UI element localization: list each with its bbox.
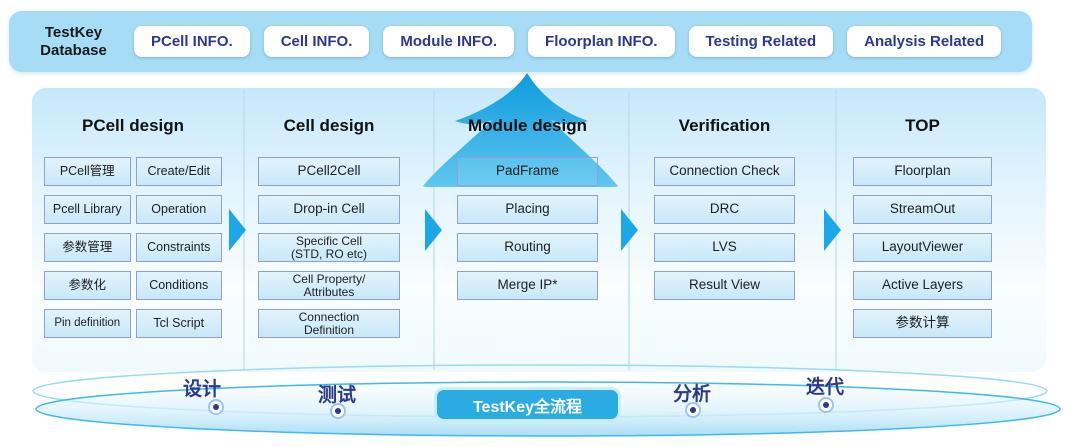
right-arrow-icon — [229, 209, 246, 251]
flow-box: Routing — [457, 233, 598, 262]
stage-label-test: 测试 — [317, 385, 357, 406]
stage-label-iteration: 迭代 — [805, 377, 845, 398]
stage-label-analysis: 分析 — [672, 384, 712, 405]
database-title-line1: TestKey — [44, 23, 103, 41]
stage-marker-icon — [818, 397, 834, 413]
flow-box: Pcell Library — [44, 195, 131, 224]
flow-box: Merge IP* — [457, 271, 598, 300]
flow-box: 参数管理 — [44, 233, 131, 262]
flow-box: Result View — [654, 271, 795, 300]
flow-box: Active Layers — [853, 271, 992, 300]
pcell-design-right-items: Create/Edit Operation Constraints Condit… — [135, 157, 222, 338]
column-title: Module design — [468, 116, 587, 135]
flow-box: DRC — [654, 195, 795, 224]
flow-box: Create/Edit — [135, 157, 222, 186]
right-arrow-icon — [824, 209, 841, 251]
column-title: Cell design — [283, 116, 375, 135]
flow-box: LayoutViewer — [853, 233, 992, 262]
columns: PCell design PCell管理 Pcell Library 参数管理 … — [32, 88, 1046, 372]
flow-box: Constraints — [135, 233, 222, 262]
column-title: PCell design — [81, 116, 185, 135]
flow-box: Connection Check — [654, 157, 795, 186]
flow-box: Connection Definition — [258, 309, 400, 338]
flow-box: Specific Cell (STD, RO etc) — [258, 233, 400, 262]
column-title: TOP — [905, 116, 940, 135]
cell-info-button[interactable]: Cell INFO. — [263, 26, 370, 57]
stage-marker-icon — [330, 403, 346, 419]
flow-box: StreamOut — [853, 195, 992, 224]
flow-box: Pin definition — [44, 309, 131, 338]
flow-box: Cell Property/ Attributes — [258, 271, 400, 300]
database-title-line2: Database — [40, 41, 107, 59]
flow-box: 参数化 — [44, 271, 131, 300]
column-pcell-design: PCell design PCell管理 Pcell Library 参数管理 … — [44, 88, 222, 372]
main-panel: PCell design PCell管理 Pcell Library 参数管理 … — [32, 88, 1046, 372]
flow-box: LVS — [654, 233, 795, 262]
analysis-related-button[interactable]: Analysis Related — [847, 26, 1002, 57]
stage-marker-icon — [685, 402, 701, 418]
right-arrow-icon — [621, 209, 638, 251]
testing-related-button[interactable]: Testing Related — [688, 26, 834, 57]
flow-box: Placing — [457, 195, 598, 224]
pcell-design-left-items: PCell管理 Pcell Library 参数管理 参数化 Pin defin… — [44, 157, 131, 338]
flow-box: PadFrame — [457, 157, 598, 186]
database-title: TestKey Database — [22, 24, 125, 60]
flow-box: Operation — [135, 195, 222, 224]
database-buttons: PCell INFO. Cell INFO. Module INFO. Floo… — [134, 26, 1002, 57]
flow-box: Tcl Script — [135, 309, 222, 338]
flow-banner: TestKey全流程 — [437, 390, 618, 419]
pcell-info-button[interactable]: PCell INFO. — [134, 26, 250, 57]
stage-marker-icon — [208, 399, 224, 415]
column-title: Verification — [678, 116, 771, 135]
database-bar: TestKey Database PCell INFO. Cell INFO. … — [9, 11, 1032, 72]
floorplan-info-button[interactable]: Floorplan INFO. — [528, 26, 675, 57]
stage-label-design: 设计 — [182, 379, 222, 400]
flow-box: Conditions — [135, 271, 222, 300]
column-module-design: Module design PadFrame Placing Routing M… — [457, 88, 598, 372]
flow-box: PCell管理 — [44, 157, 131, 186]
flow-box: Floorplan — [853, 157, 992, 186]
module-info-button[interactable]: Module INFO. — [383, 26, 515, 57]
flow-box: 参数计算 — [853, 309, 992, 338]
column-verification: Verification Connection Check DRC LVS Re… — [654, 88, 795, 372]
column-cell-design: Cell design PCell2Cell Drop-in Cell Spec… — [258, 88, 400, 372]
flow-box: Drop-in Cell — [258, 195, 400, 224]
up-arrow-icon — [423, 73, 618, 187]
flow-box: PCell2Cell — [258, 157, 400, 186]
right-arrow-icon — [425, 209, 442, 251]
column-top: TOP Floorplan StreamOut LayoutViewer Act… — [853, 88, 992, 372]
